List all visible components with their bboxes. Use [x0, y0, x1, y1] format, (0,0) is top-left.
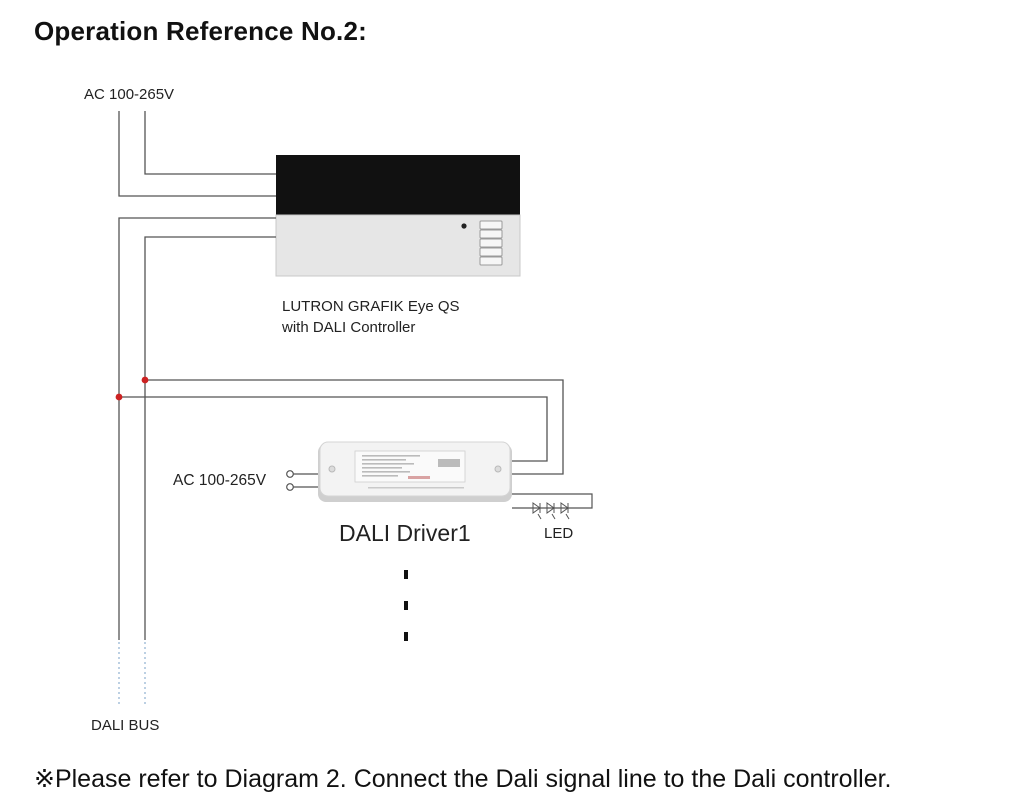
ac-input-label-driver: AC 100-265V: [173, 472, 267, 489]
instruction-note: ※Please refer to Diagram 2. Connect the …: [34, 765, 892, 793]
ac-input-label-top: AC 100-265V: [84, 86, 174, 103]
junction-dot: [115, 393, 123, 401]
dali-bus-label: DALI BUS: [91, 717, 159, 734]
ac-wires-controller: [118, 111, 276, 197]
controller-label-line1: LUTRON GRAFIK Eye QS: [282, 298, 460, 315]
dali-driver: [318, 441, 512, 502]
led-output-wires: [512, 493, 593, 509]
led-icon: [532, 502, 570, 520]
lutron-controller: [275, 155, 521, 277]
driver-label: DALI Driver1: [339, 520, 471, 546]
led-label: LED: [544, 525, 573, 542]
junction-dot: [141, 376, 149, 384]
dali-bus-wires: [118, 217, 564, 640]
controller-label-line2: with DALI Controller: [281, 319, 415, 336]
continuation-marks: [404, 570, 408, 641]
page-heading: Operation Reference No.2:: [34, 16, 367, 46]
wiring-diagram: AC 100-265V LUTRON GRAFIK Eye QS with DA…: [84, 86, 593, 734]
dali-bus-dotted: [118, 642, 146, 706]
controller-buttons: [479, 220, 503, 266]
